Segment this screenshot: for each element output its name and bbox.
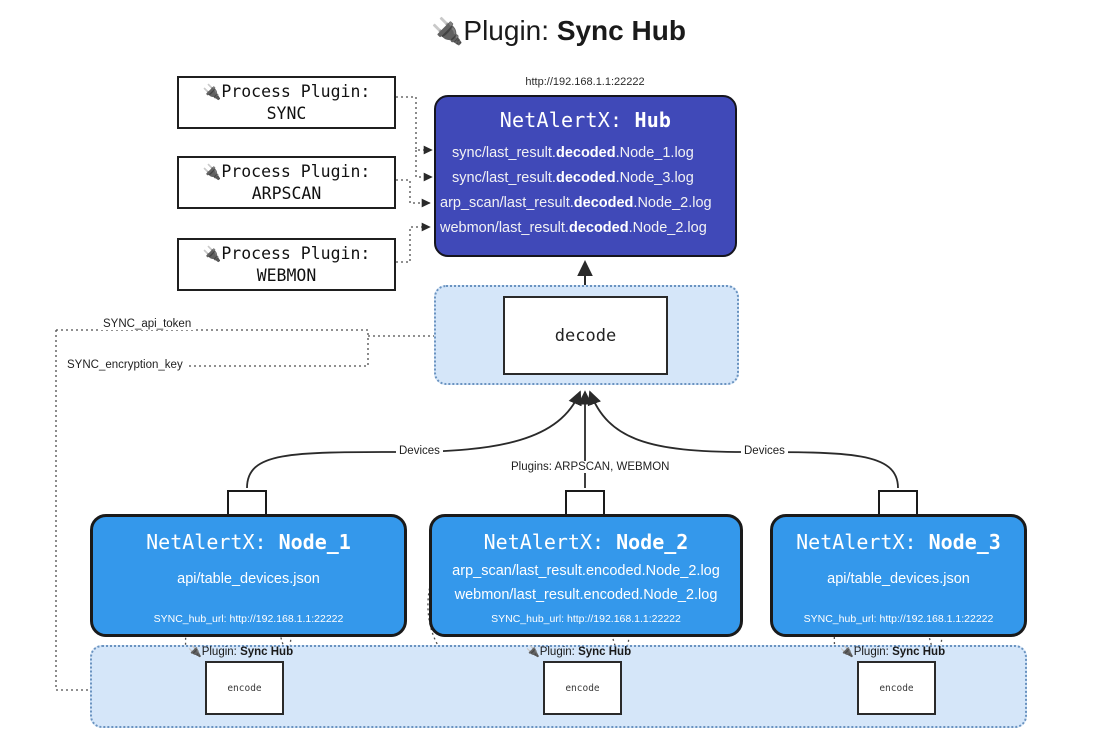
node-line-list: api/table_devices.json bbox=[93, 568, 404, 592]
process-plugin-name: SYNC bbox=[266, 103, 307, 123]
encode-box-node-1[interactable]: encode bbox=[205, 661, 284, 715]
process-plugin-label: Process Plugin: bbox=[221, 244, 371, 264]
node-title: NetAlertX: Node_3 bbox=[796, 530, 1001, 554]
process-plugin-label: Process Plugin: bbox=[221, 162, 371, 182]
node-line-list: arp_scan/last_result.encoded.Node_2.log … bbox=[432, 560, 740, 608]
plug-icon: 🔌 bbox=[202, 245, 222, 264]
label-sync-api-token: SYNC_api_token bbox=[100, 318, 195, 330]
node-2[interactable]: NetAlertX: Node_2 arp_scan/last_result.e… bbox=[429, 514, 743, 637]
node-title: NetAlertX: Node_2 bbox=[483, 530, 689, 554]
hub-log-entry: webmon/last_result.decoded.Node_2.log bbox=[440, 219, 707, 236]
page-title-prefix: Plugin: bbox=[463, 15, 557, 46]
plug-icon: 🔌 bbox=[840, 646, 854, 658]
process-plugin-webmon[interactable]: 🔌Process Plugin: WEBMON bbox=[177, 238, 396, 291]
node-title: NetAlertX: Node_1 bbox=[146, 530, 351, 554]
node-3[interactable]: NetAlertX: Node_3 api/table_devices.json… bbox=[770, 514, 1027, 637]
label-plugins: Plugins: ARPSCAN, WEBMON bbox=[508, 461, 673, 473]
encode-box-node-2[interactable]: encode bbox=[543, 661, 622, 715]
hub-log-entry: sync/last_result.decoded.Node_1.log bbox=[452, 145, 694, 161]
plug-icon: 🔌 bbox=[431, 16, 464, 46]
node-1[interactable]: NetAlertX: Node_1 api/table_devices.json… bbox=[90, 514, 407, 637]
hub-title-prefix: NetAlertX: bbox=[499, 108, 635, 132]
encode-box-node-3[interactable]: encode bbox=[857, 661, 936, 715]
encoder-caption: 🔌Plugin: Sync Hub bbox=[840, 646, 946, 658]
label-devices-left: Devices bbox=[396, 445, 443, 457]
edge-sync-to-hub bbox=[396, 96, 433, 182]
hub-url-label: http://192.168.1.1:22222 bbox=[525, 76, 645, 88]
page-title: 🔌Plugin: Sync Hub bbox=[0, 15, 1117, 47]
plug-icon: 🔌 bbox=[202, 163, 222, 182]
process-plugin-name: ARPSCAN bbox=[251, 183, 322, 203]
node-line: webmon/last_result.encoded.Node_2.log bbox=[454, 586, 718, 603]
decode-box[interactable]: decode bbox=[503, 296, 668, 375]
label-sync-encryption-key: SYNC_encryption_key bbox=[64, 359, 186, 371]
hub-log-entry: sync/last_result.decoded.Node_3.log bbox=[452, 169, 694, 186]
edge-webmon-to-hub bbox=[396, 222, 431, 263]
plug-icon: 🔌 bbox=[188, 646, 202, 658]
label-devices-right: Devices bbox=[741, 445, 788, 457]
plug-icon: 🔌 bbox=[526, 646, 540, 658]
process-plugin-arpscan[interactable]: 🔌Process Plugin: ARPSCAN bbox=[177, 156, 396, 209]
plug-icon: 🔌 bbox=[202, 83, 222, 102]
hub-title: NetAlertX: Hub bbox=[436, 108, 735, 132]
hub-log-entry: arp_scan/last_result.decoded.Node_2.log bbox=[440, 194, 712, 211]
process-plugin-name: WEBMON bbox=[256, 265, 317, 285]
hub-node[interactable]: NetAlertX: Hub sync/last_result.decoded.… bbox=[434, 95, 737, 257]
hub-log-list: sync/last_result.decoded.Node_1.log sync… bbox=[436, 141, 735, 241]
edge-node1-to-decode bbox=[246, 390, 582, 489]
node-footer: SYNC_hub_url: http://192.168.1.1:22222 bbox=[803, 613, 994, 625]
node-line: api/table_devices.json bbox=[177, 571, 320, 587]
node-footer: SYNC_hub_url: http://192.168.1.1:22222 bbox=[491, 613, 681, 625]
page-title-name: Sync Hub bbox=[556, 15, 686, 46]
encoder-caption: 🔌Plugin: Sync Hub bbox=[188, 646, 294, 658]
process-plugin-label: Process Plugin: bbox=[221, 82, 371, 102]
node-line-list: api/table_devices.json bbox=[773, 568, 1024, 592]
hub-title-name: Hub bbox=[634, 108, 672, 132]
edge-arpscan-to-hub bbox=[396, 179, 431, 208]
process-plugin-sync[interactable]: 🔌Process Plugin: SYNC bbox=[177, 76, 396, 129]
node-line: arp_scan/last_result.encoded.Node_2.log bbox=[452, 563, 720, 579]
edge-node3-to-decode bbox=[587, 390, 899, 489]
encoder-caption: 🔌Plugin: Sync Hub bbox=[526, 646, 632, 658]
node-footer: SYNC_hub_url: http://192.168.1.1:22222 bbox=[153, 613, 344, 625]
node-line: api/table_devices.json bbox=[827, 571, 970, 587]
